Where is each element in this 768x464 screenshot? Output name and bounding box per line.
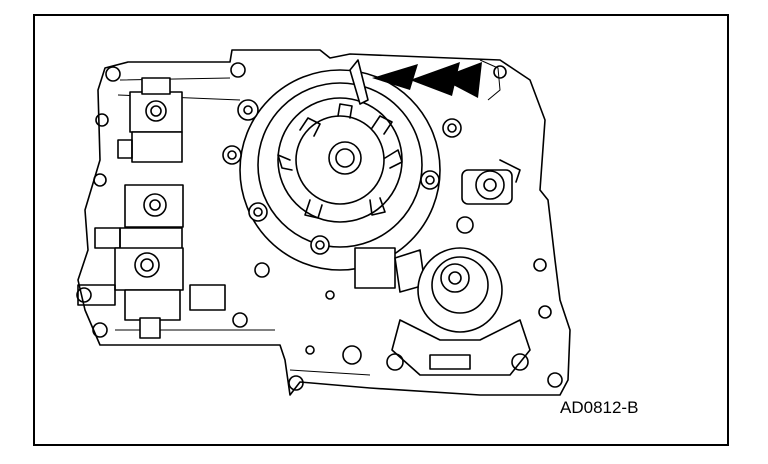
solenoid-lower xyxy=(77,247,226,339)
direction-arrow xyxy=(349,59,501,105)
solenoid-right xyxy=(456,159,521,234)
solenoid-middle xyxy=(94,184,184,251)
bolt-holes xyxy=(76,62,563,391)
pump-housing xyxy=(222,69,462,271)
figure-caption: AD0812-B xyxy=(560,398,639,417)
solenoid-upper xyxy=(117,77,183,163)
sensor-assembly xyxy=(354,247,531,376)
